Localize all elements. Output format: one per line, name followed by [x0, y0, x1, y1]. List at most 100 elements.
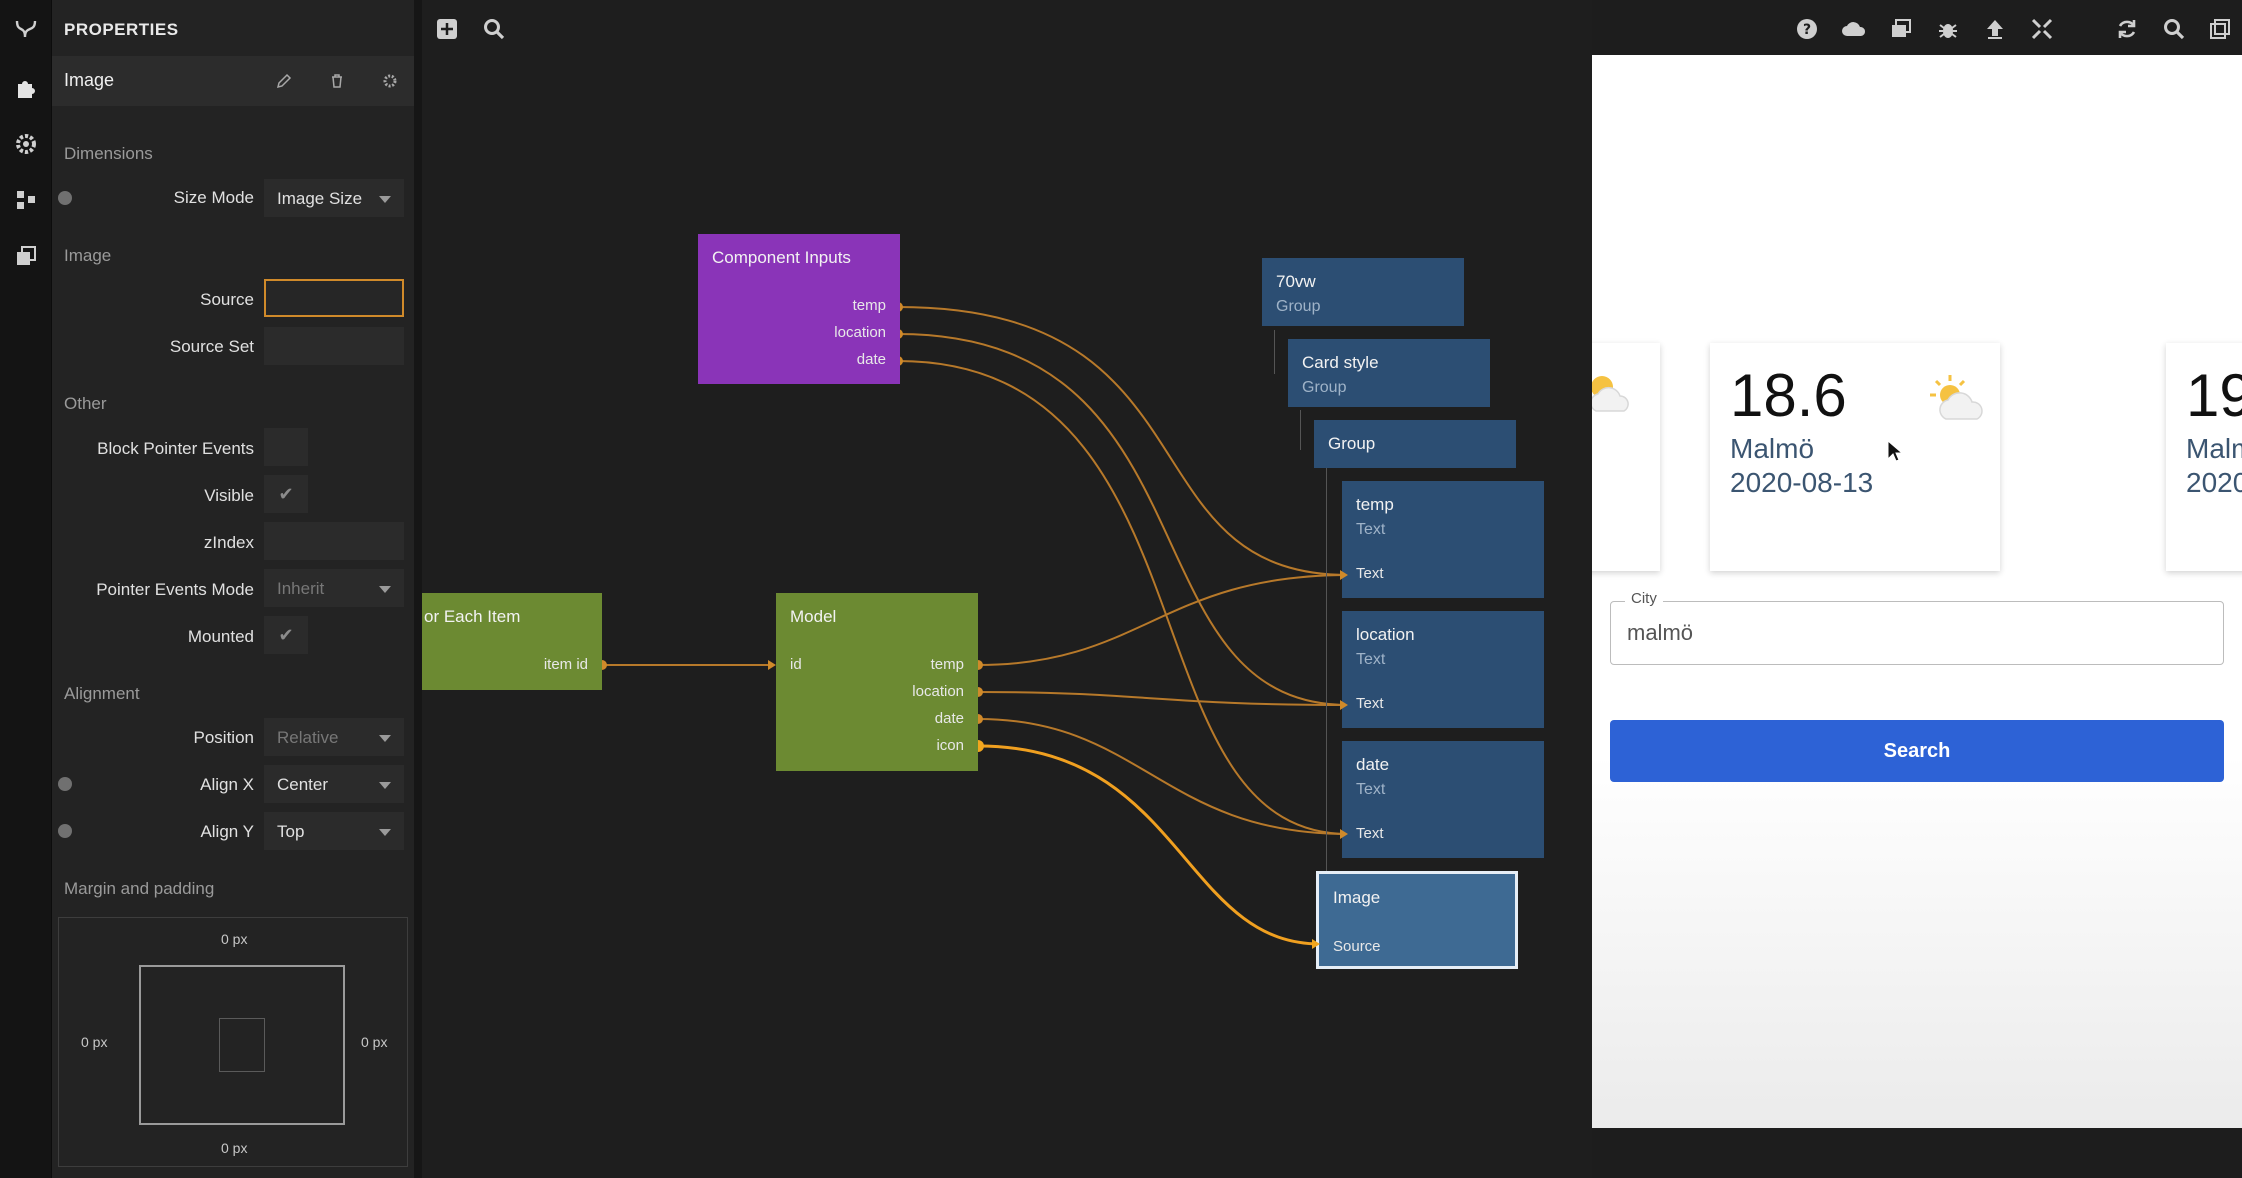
app-preview[interactable]: 18.6 Malmö 2020-08-13 19 Malm 2020 City … — [1592, 55, 2242, 1128]
inspect-search-icon[interactable] — [2159, 14, 2189, 44]
date-text-port[interactable]: Text — [1356, 825, 1384, 842]
port-location[interactable]: location — [834, 324, 886, 341]
add-node-plus-icon[interactable] — [432, 14, 462, 44]
delete-trash-icon[interactable] — [324, 68, 350, 94]
rename-pencil-icon[interactable] — [271, 68, 297, 94]
help-icon[interactable]: ? — [1792, 14, 1822, 44]
block-pointer-events-checkbox[interactable] — [264, 428, 308, 466]
temp-text-node[interactable]: temp Text Text — [1342, 481, 1544, 598]
section-image: Image — [64, 246, 112, 265]
align-x-connect-dot[interactable] — [58, 777, 72, 791]
port-date[interactable]: date — [856, 351, 886, 368]
mounted-label: Mounted — [187, 627, 254, 646]
section-alignment: Alignment — [64, 684, 140, 703]
location-node-title: location — [1356, 625, 1415, 644]
date-node-type: Text — [1356, 781, 1386, 798]
port-model-date[interactable]: date — [934, 710, 964, 727]
noodl-logo-icon[interactable] — [10, 14, 42, 46]
refresh-icon[interactable] — [2112, 14, 2142, 44]
image-source-port[interactable]: Source — [1333, 938, 1381, 955]
temp-node-title: temp — [1356, 495, 1394, 514]
port-id[interactable]: id — [790, 656, 802, 673]
group-70vw-node[interactable]: 70vw Group — [1262, 258, 1464, 326]
tree-line — [1300, 410, 1301, 450]
preview-window-icon[interactable] — [2205, 14, 2235, 44]
size-mode-select[interactable]: Image Size — [264, 179, 404, 217]
location-text-port[interactable]: Text — [1356, 695, 1384, 712]
position-select[interactable]: Relative — [264, 718, 404, 756]
section-dimensions: Dimensions — [64, 144, 153, 163]
wire-model-temp — [977, 574, 1349, 666]
properties-panel: PROPERTIES Image Dimensions Size Mode Im… — [52, 0, 422, 1178]
port-temp[interactable]: temp — [852, 297, 886, 314]
city-text-field[interactable]: City — [1610, 590, 2224, 665]
component-inputs-title: Component Inputs — [712, 248, 851, 267]
city-input[interactable] — [1627, 620, 2207, 646]
card-city: Malmö — [1730, 433, 1815, 464]
port-item-id[interactable]: item id — [543, 656, 588, 673]
node-library-icon[interactable] — [10, 184, 42, 216]
size-mode-connect-dot[interactable] — [58, 191, 72, 205]
wire-location-to-location — [897, 333, 1349, 706]
weather-card-next: 19 Malm 2020 — [2166, 343, 2242, 571]
temp-text-port[interactable]: Text — [1356, 565, 1384, 582]
image-node-title: Image — [1333, 888, 1381, 907]
debug-bug-icon[interactable] — [1933, 14, 1963, 44]
svg-text:?: ? — [1803, 22, 1811, 38]
port-model-temp[interactable]: temp — [930, 656, 964, 673]
tree-line — [1274, 330, 1275, 374]
mouse-cursor-icon — [1887, 440, 1903, 462]
components-puzzle-icon[interactable] — [10, 72, 42, 104]
group-node[interactable]: Group — [1314, 420, 1516, 468]
position-label: Position — [193, 728, 254, 747]
card-date: 2020-08-13 — [1730, 467, 1874, 498]
deploy-upload-icon[interactable] — [1980, 14, 2010, 44]
margin-bottom-value[interactable]: 0 px — [221, 1140, 248, 1156]
source-input[interactable] — [264, 279, 404, 317]
cloud-icon[interactable] — [1839, 14, 1869, 44]
node-graph-canvas[interactable]: Component Inputs temp location date or E… — [422, 0, 1592, 1178]
weather-card: 18.6 Malmö 2020-08-13 — [1710, 343, 2000, 571]
mounted-checkbox[interactable]: ✔ — [264, 616, 308, 654]
align-y-label: Align Y — [200, 822, 254, 841]
margin-top-value[interactable]: 0 px — [221, 931, 248, 947]
node-title: Image — [64, 70, 115, 90]
node-settings-icon[interactable] — [377, 68, 403, 94]
align-y-select[interactable]: Top — [264, 812, 404, 850]
node-header: Image — [52, 56, 414, 106]
windows-icon[interactable] — [1886, 14, 1916, 44]
visible-checkbox[interactable]: ✔ — [264, 475, 308, 513]
card-style-node[interactable]: Card style Group — [1288, 339, 1490, 407]
align-y-connect-dot[interactable] — [58, 824, 72, 838]
content-box — [219, 1018, 265, 1072]
model-node[interactable]: Model id temp location date icon — [776, 593, 978, 771]
align-x-select[interactable]: Center — [264, 765, 404, 803]
search-icon[interactable] — [479, 14, 509, 44]
location-text-node[interactable]: location Text Text — [1342, 611, 1544, 728]
component-inputs-node[interactable]: Component Inputs temp location date — [698, 234, 900, 384]
padding-box — [139, 965, 345, 1125]
for-each-item-node[interactable]: or Each Item item id — [422, 593, 602, 690]
search-button[interactable]: Search — [1610, 720, 2224, 782]
temp-node-type: Text — [1356, 521, 1386, 538]
source-set-input[interactable] — [264, 327, 404, 365]
date-text-node[interactable]: date Text Text — [1342, 741, 1544, 858]
zindex-input[interactable] — [264, 522, 404, 560]
group-70vw-type: Group — [1276, 298, 1321, 315]
group-70vw-title: 70vw — [1276, 272, 1316, 291]
location-node-type: Text — [1356, 651, 1386, 668]
pages-copy-icon[interactable] — [10, 240, 42, 272]
for-each-title: or Each Item — [424, 607, 521, 626]
model-title: Model — [790, 607, 837, 626]
margin-left-value[interactable]: 0 px — [81, 1034, 108, 1050]
margin-right-value[interactable]: 0 px — [361, 1034, 388, 1050]
port-model-icon[interactable]: icon — [936, 737, 964, 754]
pointer-events-mode-select[interactable]: Inherit — [264, 569, 404, 607]
port-model-location[interactable]: location — [912, 683, 964, 700]
wire-date-to-date — [897, 360, 1349, 835]
connections-layer — [422, 302, 1349, 946]
settings-gear-icon[interactable] — [10, 128, 42, 160]
next-card-temperature: 19 — [2186, 362, 2242, 429]
image-node-selected[interactable]: Image Source — [1316, 871, 1518, 969]
collapse-arrows-icon[interactable] — [2027, 14, 2057, 44]
